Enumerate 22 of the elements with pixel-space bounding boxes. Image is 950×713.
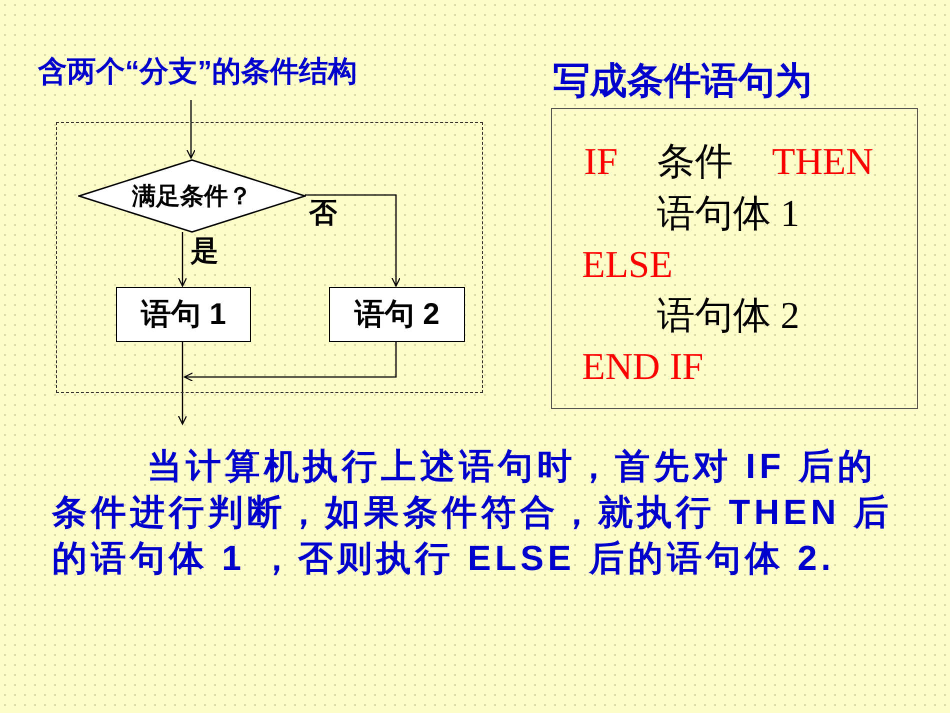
- keyword-text: IF: [584, 141, 618, 183]
- heading-text: 含两个“分支”的条件结构: [38, 55, 357, 90]
- keyword-text: END IF: [582, 346, 704, 388]
- decision-diamond: 满足条件？: [78, 159, 306, 233]
- code-text: 语句体 1: [657, 193, 800, 235]
- code-text: 语句体 2: [657, 295, 800, 337]
- arrow: [186, 100, 196, 159]
- code-box: [551, 108, 918, 409]
- arrow: [178, 232, 188, 287]
- arrow: [305, 194, 401, 287]
- code-text: 条件: [657, 141, 733, 183]
- dashed-frame: [56, 122, 483, 393]
- heading-text: 写成条件语句为: [553, 59, 812, 103]
- statement-box: 语句 1: [116, 287, 251, 342]
- edge-label: 否: [307, 198, 339, 228]
- arrow: [184, 341, 397, 382]
- keyword-text: ELSE: [582, 244, 673, 286]
- statement-box: 语句 2: [329, 287, 465, 342]
- keyword-text: THEN: [772, 141, 874, 183]
- arrow: [178, 341, 188, 425]
- description-text: 当计算机执行上述语句时，首先对 IF 后的条件进行判断，如果条件符合，就执行 THEN 后的语句体 1 ，否则执行 ELSE 后的语句体 2.: [52, 446, 894, 580]
- edge-label: 是: [188, 236, 220, 266]
